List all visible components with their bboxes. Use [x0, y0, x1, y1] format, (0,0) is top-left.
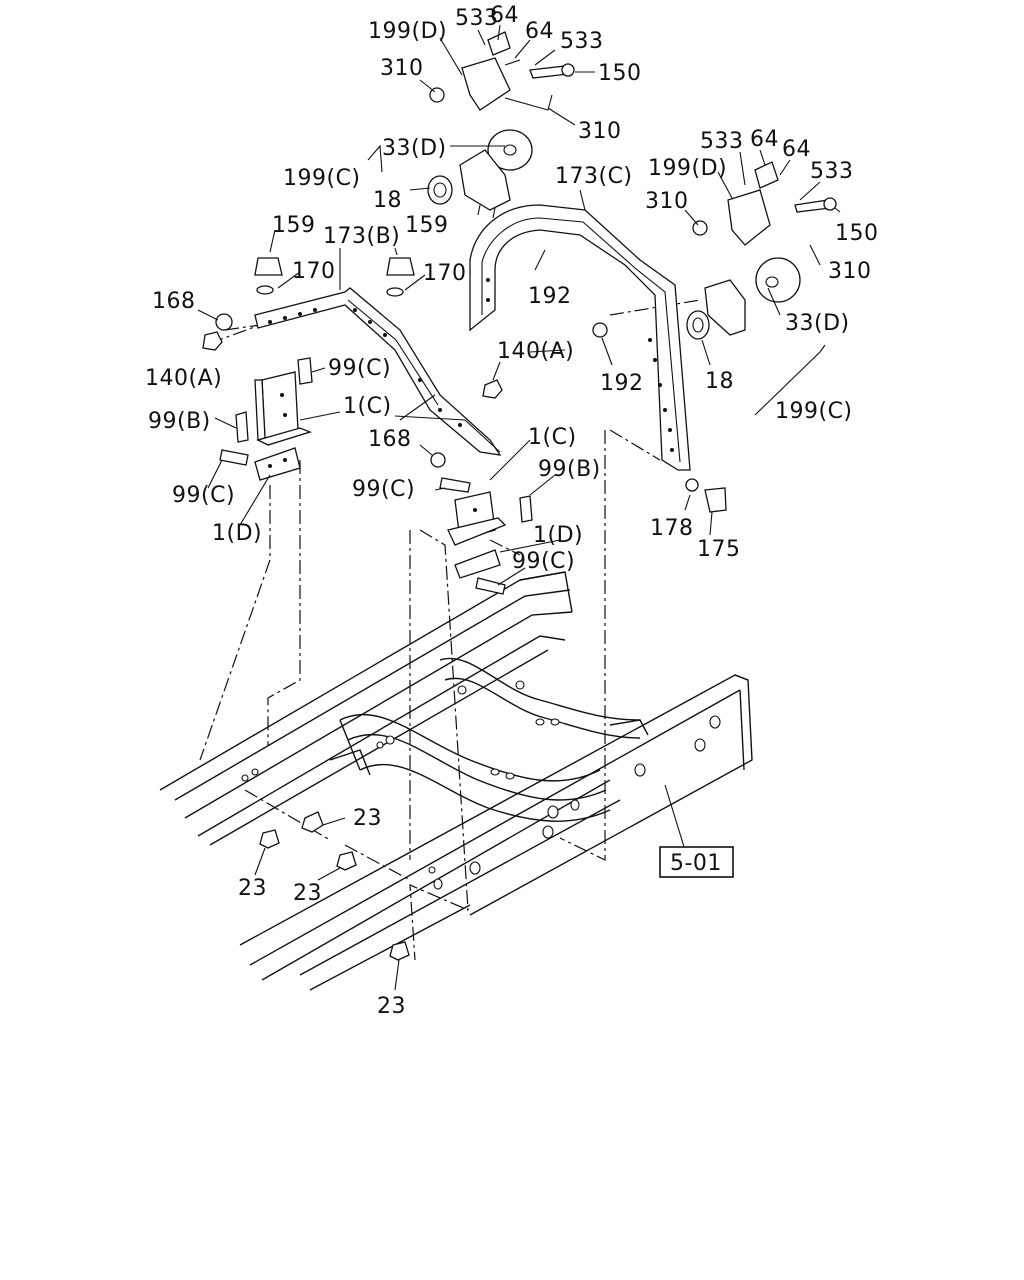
label-159: 159 — [272, 213, 316, 238]
chassis-frame — [159, 571, 753, 991]
label-150: 150 — [598, 61, 642, 86]
label-99b: 99(B) — [148, 409, 211, 434]
label-23: 23 — [353, 806, 382, 831]
label-199c: 199(C) — [283, 166, 361, 191]
bracket-173c — [469, 204, 691, 471]
label-23: 23 — [293, 881, 322, 906]
label-23: 23 — [238, 876, 267, 901]
label-1c: 1(C) — [528, 425, 577, 450]
bracket-1c-right — [447, 491, 507, 546]
label-533: 533 — [560, 29, 604, 54]
label-310: 310 — [645, 189, 689, 214]
label-192: 192 — [600, 371, 644, 396]
label-99b: 99(B) — [538, 457, 601, 482]
label-175: 175 — [697, 537, 741, 562]
hardware — [202, 87, 727, 961]
label-192: 192 — [528, 284, 572, 309]
label-140a: 140(A) — [145, 366, 222, 391]
mount-33d-left — [459, 129, 533, 219]
bracket-199d-left — [461, 31, 575, 111]
label-533: 533 — [810, 159, 854, 184]
label-18: 18 — [705, 369, 734, 394]
label-310: 310 — [578, 119, 622, 144]
label-173b: 173(B) — [323, 224, 400, 249]
bracket-1c-left — [254, 371, 312, 446]
mount-33d-right — [704, 257, 801, 336]
label-18: 18 — [373, 188, 402, 213]
label-1d: 1(D) — [533, 523, 583, 548]
label-33d: 33(D) — [382, 136, 447, 161]
label-140a: 140(A) — [497, 339, 574, 364]
label-173c: 173(C) — [555, 164, 633, 189]
label-99c: 99(C) — [352, 477, 415, 502]
label-1c: 1(C) — [343, 394, 392, 419]
bracket-1d-right — [454, 549, 501, 579]
label-310: 310 — [828, 259, 872, 284]
reference-label: 5-01 — [670, 851, 722, 876]
label-99c: 99(C) — [172, 483, 235, 508]
label-178: 178 — [650, 516, 694, 541]
bracket-199d-right — [727, 161, 837, 246]
mount-18-left — [427, 175, 453, 205]
label-199d: 199(D) — [368, 19, 447, 44]
label-1d: 1(D) — [212, 521, 262, 546]
label-64: 64 — [750, 127, 779, 152]
label-533: 533 — [700, 129, 744, 154]
leader-lines — [197, 24, 841, 991]
label-64: 64 — [782, 137, 811, 162]
label-199c: 199(C) — [775, 399, 853, 424]
label-199d: 199(D) — [648, 156, 727, 181]
label-310: 310 — [380, 56, 424, 81]
reference-box-5-01: 5-01 — [659, 846, 734, 878]
mount-18-right — [686, 310, 710, 340]
label-170: 170 — [292, 259, 336, 284]
bracket-173b — [254, 287, 502, 456]
label-33d: 33(D) — [785, 311, 850, 336]
label-99c: 99(C) — [512, 549, 575, 574]
label-170: 170 — [423, 261, 467, 286]
label-168: 168 — [152, 289, 196, 314]
label-533: 533 — [455, 6, 499, 31]
label-64: 64 — [490, 3, 519, 28]
label-64: 64 — [525, 19, 554, 44]
label-23: 23 — [377, 994, 406, 1019]
label-99c: 99(C) — [328, 356, 391, 381]
callout-labels: 199(D) 533 64 64 533 310 150 310 33(D) 1… — [145, 3, 879, 1019]
bracket-1d-left — [254, 447, 301, 481]
assembly-lines — [199, 299, 701, 961]
label-168: 168 — [368, 427, 412, 452]
label-159: 159 — [405, 213, 449, 238]
label-150: 150 — [835, 221, 879, 246]
